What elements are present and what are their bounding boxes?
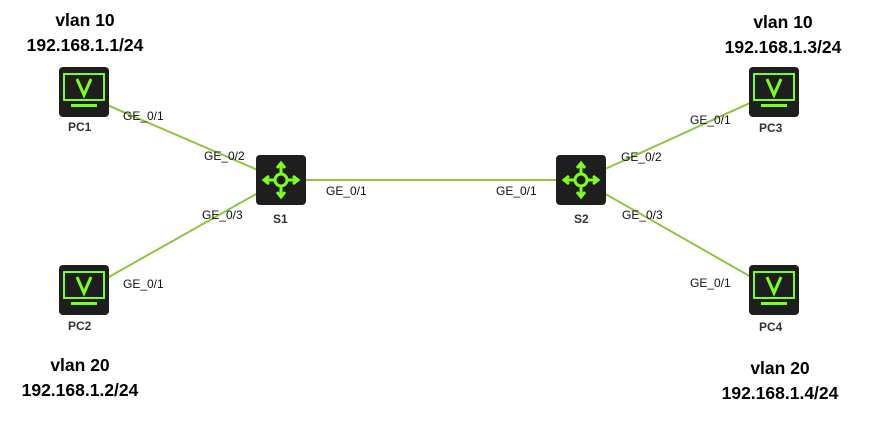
- s2-label: S2: [574, 212, 589, 226]
- pc1-ip: 192.168.1.1/24: [26, 35, 144, 55]
- pc2-info: vlan 20 192.168.1.2/24: [0, 353, 160, 403]
- pc2-vlan: vlan 20: [50, 355, 110, 375]
- switch-icon: [556, 155, 606, 205]
- pc-monitor-icon: [59, 265, 109, 315]
- pc1-label: PC1: [68, 120, 92, 134]
- pc4-label: PC4: [759, 320, 783, 334]
- pc3-info: vlan 10 192.168.1.3/24: [698, 10, 868, 60]
- pc1-vlan: vlan 10: [55, 10, 115, 30]
- port-label-pc4-ge0-1: GE_0/1: [690, 276, 731, 290]
- port-label-s2-ge0-2: GE_0/2: [621, 150, 662, 164]
- pc1-info: vlan 10 192.168.1.1/24: [0, 8, 170, 58]
- pc2-label: PC2: [68, 319, 92, 333]
- port-label-s2-ge0-3: GE_0/3: [622, 208, 663, 222]
- port-label-s1-ge0-1: GE_0/1: [326, 184, 367, 198]
- link-pc1-s1: [83, 94, 282, 181]
- port-label-s1-ge0-2: GE_0/2: [204, 149, 245, 163]
- port-label-pc2-ge0-1: GE_0/1: [123, 277, 164, 291]
- pc2-ip: 192.168.1.2/24: [21, 380, 139, 400]
- port-label-s2-ge0-1: GE_0/1: [496, 184, 537, 198]
- pc-monitor-icon: [749, 265, 799, 315]
- port-label-pc3-ge0-1: GE_0/1: [690, 113, 731, 127]
- pc-monitor-icon: [59, 67, 109, 117]
- pc-monitor-icon: [749, 67, 799, 117]
- s1-label: S1: [273, 212, 288, 226]
- link-s2-pc4: [580, 179, 775, 291]
- port-label-pc1-ge0-1: GE_0/1: [123, 109, 164, 123]
- pc4-vlan: vlan 20: [750, 358, 810, 378]
- link-pc2-s1: [83, 179, 282, 292]
- link-s2-pc3: [580, 91, 775, 181]
- pc3-label: PC3: [759, 121, 783, 135]
- switch-icon: [256, 155, 306, 205]
- pc3-vlan: vlan 10: [753, 12, 813, 32]
- pc4-ip: 192.168.1.4/24: [721, 383, 839, 403]
- pc3-ip: 192.168.1.3/24: [724, 37, 842, 57]
- pc4-info: vlan 20 192.168.1.4/24: [695, 356, 865, 406]
- port-label-s1-ge0-3: GE_0/3: [202, 208, 243, 222]
